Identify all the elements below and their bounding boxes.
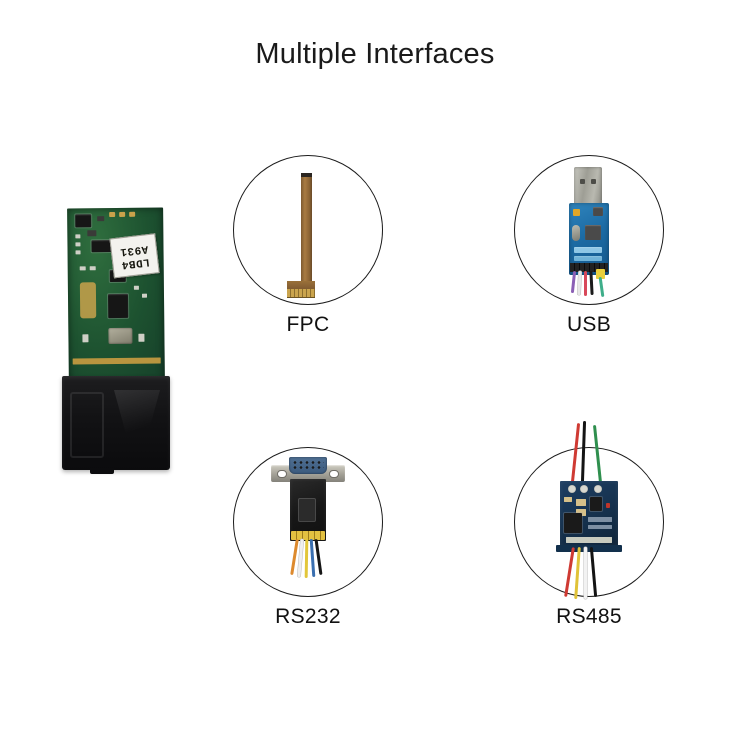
- pcb-component: [87, 230, 97, 237]
- housing-notch: [90, 468, 114, 474]
- pcb-component: [107, 293, 129, 319]
- rs485-mcu-chip: [564, 513, 582, 533]
- rs485-transceiver-chip: [590, 497, 602, 511]
- wire-blue: [309, 538, 315, 578]
- fpc-ribbon-horizontal: [287, 281, 315, 291]
- pcb-component: [79, 282, 97, 319]
- pcb-component: [580, 485, 588, 493]
- pcb-component: [79, 266, 86, 271]
- pcb-component: [75, 250, 81, 255]
- pcb-component: [138, 333, 145, 342]
- pcb-component: [593, 207, 603, 216]
- pcb-component: [82, 334, 89, 343]
- db9-screw-hole: [329, 470, 339, 478]
- interface-item-fpc[interactable]: FPC: [233, 155, 383, 336]
- rs485-adapter-image: [514, 420, 664, 600]
- fpc-gold-contacts: [287, 289, 315, 298]
- wire-green: [598, 276, 604, 298]
- rs232-adapter-image: [233, 447, 383, 597]
- wire-yellow: [574, 546, 581, 600]
- product-label: LDB4 A931: [109, 233, 160, 279]
- pcb-component: [574, 256, 602, 261]
- pcb-component: [72, 357, 161, 365]
- pcb-component: [75, 234, 81, 239]
- product-photo: LDB4 A931: [62, 207, 170, 474]
- fpc-tip: [301, 173, 312, 180]
- pcb-component: [109, 212, 116, 218]
- pcb-component: [564, 497, 572, 502]
- pcb-component: [594, 485, 602, 493]
- pcb-component: [129, 211, 136, 217]
- wire-red: [584, 271, 587, 296]
- page-title: Multiple Interfaces: [255, 38, 495, 70]
- wire-white: [584, 547, 587, 599]
- fpc-ribbon-vertical: [301, 177, 312, 295]
- interface-item-usb[interactable]: USB: [514, 155, 664, 336]
- rs485-header-base: [556, 545, 622, 552]
- rs232-pin-header: [291, 531, 325, 540]
- db9-screw-hole: [277, 470, 287, 478]
- pcb-component: [75, 214, 92, 228]
- pcb-component: [141, 293, 148, 298]
- interface-label-rs232: RS232: [275, 605, 341, 628]
- status-led: [606, 503, 610, 508]
- interface-label-usb: USB: [566, 313, 612, 336]
- pcb-crystal: [108, 327, 133, 345]
- wire-black: [580, 420, 586, 484]
- wire-red: [570, 423, 580, 483]
- wire-green: [592, 425, 602, 483]
- rs485-pcb: [560, 481, 618, 547]
- laser-lens-housing: [62, 376, 170, 474]
- pcb-component: [573, 209, 580, 216]
- pcb-component: [576, 499, 586, 506]
- pcb-component: [574, 247, 602, 253]
- wire-black: [589, 546, 597, 598]
- usb-pin-header: [570, 263, 608, 272]
- interface-item-rs232[interactable]: RS232: [233, 447, 383, 628]
- db9-pins: [292, 460, 324, 470]
- pcb-component: [89, 266, 96, 271]
- wire-black: [314, 539, 322, 575]
- pcb-component: [119, 211, 126, 217]
- pcb-component: [566, 537, 612, 543]
- rs232-transceiver-chip: [299, 499, 315, 521]
- fpc-cable-image: [233, 155, 383, 305]
- wire-red: [564, 547, 575, 597]
- usb-adapter-image: [514, 155, 664, 305]
- pcb-component: [568, 485, 576, 493]
- interface-label-rs485: RS485: [556, 605, 622, 628]
- usb-uart-chip: [585, 225, 601, 240]
- interface-item-rs485[interactable]: RS485: [514, 420, 664, 628]
- wire-white: [297, 538, 304, 578]
- pcb-component: [97, 216, 105, 222]
- wire-white: [577, 270, 582, 296]
- pcb-component: [576, 509, 586, 516]
- interface-label-fpc: FPC: [286, 313, 330, 336]
- usb-a-plug: [574, 167, 602, 207]
- pcb-component: [75, 242, 81, 247]
- pcb-crystal: [572, 225, 580, 241]
- wire-yellow: [304, 538, 308, 579]
- pcb-component: [588, 525, 612, 529]
- pcb-component: [588, 517, 612, 522]
- wire-connector-yellow: [596, 269, 605, 279]
- sensor-pcb: LDB4 A931: [67, 207, 165, 385]
- pcb-component: [133, 285, 139, 290]
